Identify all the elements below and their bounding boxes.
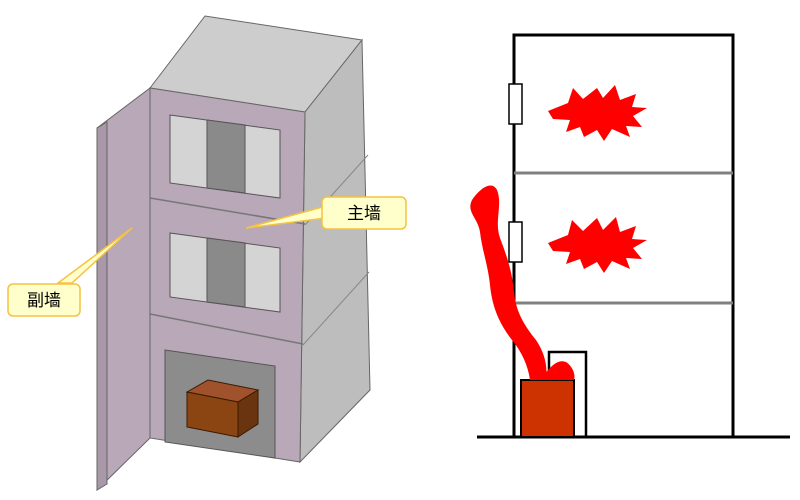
callout-side-wall: 副墙 — [7, 227, 133, 317]
facade-window — [508, 221, 523, 263]
side-wall-edge — [96, 121, 108, 491]
window-upper — [169, 114, 281, 199]
burning-box — [520, 379, 575, 438]
fire-burst-lower — [548, 217, 647, 273]
side-wall-label: 副墙 — [27, 291, 61, 311]
front-floor-line — [149, 313, 304, 345]
facade-window — [508, 83, 523, 125]
fire-section-diagram — [470, 33, 790, 439]
callout-main-wall: 主墙 — [245, 196, 407, 230]
flame-tongue — [540, 361, 575, 380]
right-face-floor-line — [302, 271, 370, 346]
main-wall-label: 主墙 — [347, 204, 381, 224]
window-lower — [169, 232, 281, 313]
storage-box — [185, 379, 260, 438]
fire-burst-upper — [548, 85, 647, 141]
flame-plume — [470, 185, 547, 380]
building-3d — [96, 15, 371, 492]
